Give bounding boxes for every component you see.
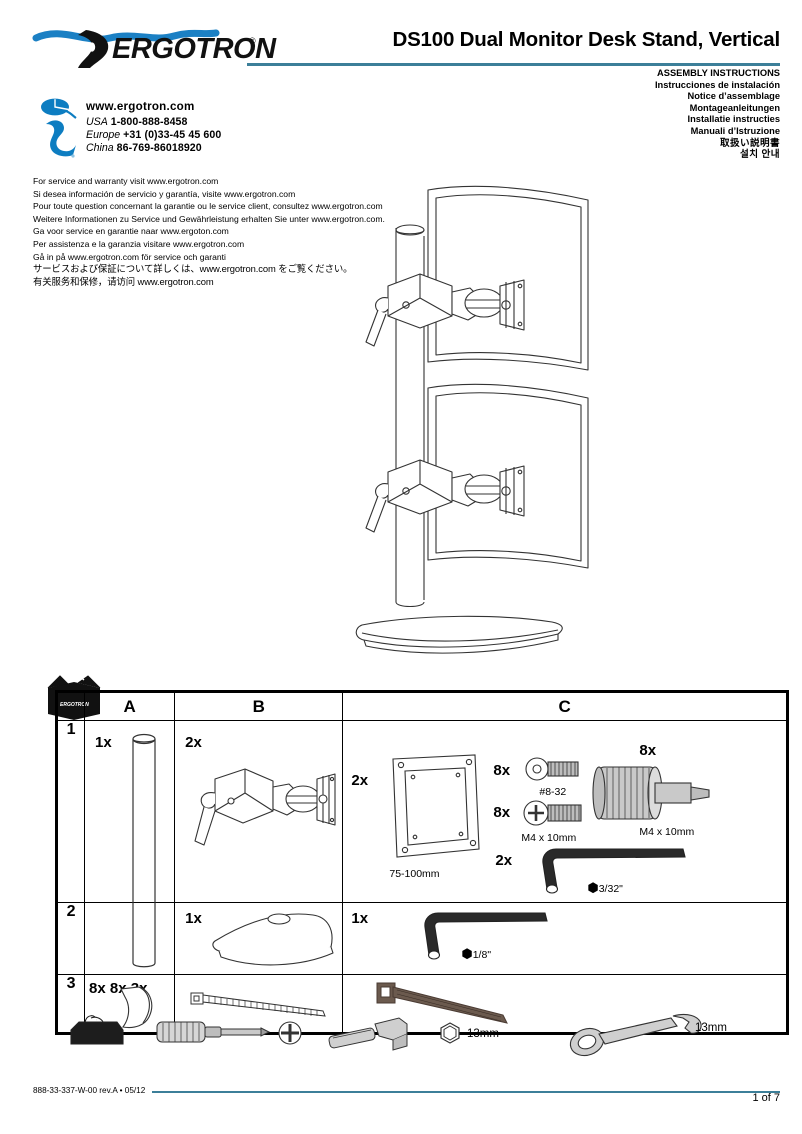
assembly-label-ja: 取扱い説明書 (720, 137, 780, 149)
allen-wrench-icon (424, 912, 549, 960)
label-thumb-screw: M4 x 10mm (639, 826, 695, 838)
assembly-label-es: Instrucciones de instalación (654, 79, 780, 90)
service-notice-de: Weitere Informationen zu Service und Gew… (33, 213, 385, 224)
row-index-2: 2 (56, 902, 86, 975)
service-notice-fr: Pour toute question concernant la garant… (33, 201, 383, 212)
qty-row2-b: 1x (185, 910, 202, 927)
label-phillips-screw: M4 x 10mm (521, 832, 577, 844)
ergotron-logo: ERGOTRON ® (32, 22, 278, 70)
qty-allen-wrench-18: 1x (351, 910, 369, 927)
page-title: DS100 Dual Monitor Desk Stand, Vertical (392, 28, 780, 51)
assembly-label-en: ASSEMBLY INSTRUCTIONS (657, 68, 780, 78)
service-notice-es: Si desea información de servicio y garan… (33, 188, 296, 199)
phillips-screw-icon (523, 800, 582, 826)
combination-wrench-icon (569, 1013, 702, 1057)
label-socket-screw: #8-32 (539, 786, 567, 798)
service-notice-list: For service and warranty visit www.ergot… (33, 175, 453, 288)
monitor-pivot-arm-icon (194, 768, 336, 846)
header-cell-index (56, 692, 86, 721)
header-cell-b: B (174, 692, 344, 721)
table-row: 1 1x (56, 720, 787, 903)
document-id: 888-33-337-W-00 rev.A • 05/12 (33, 1086, 146, 1095)
phone-number-europe: +31 (0)33-45 45 600 (123, 129, 222, 142)
service-notice-it: Per assistenza e la garanzia visitare ww… (33, 238, 245, 249)
qty-thumb-screw: 8x (639, 742, 657, 759)
phone-number-china: 86-769-86018920 (116, 142, 202, 155)
socket-wrench-icon (328, 1017, 408, 1051)
phone-region-europe: Europe (86, 129, 121, 142)
assembly-label-it: Manuali d’Istruzione (690, 125, 780, 136)
service-notice-nl: Ga voor service en garantie naar www.erg… (33, 226, 229, 237)
row-index-1: 1 (56, 720, 86, 903)
phone-row-usa: USA 1-800-888-8458 (86, 116, 320, 129)
cell-row2-a (84, 901, 176, 975)
qty-vesa-plate: 2x (351, 772, 369, 789)
parts-table: A B C 1 1x (55, 690, 789, 1035)
logo-wordmark: ERGOTRON (112, 33, 277, 65)
contact-block: www.ergotron.com USA 1-800-888-8458 Euro… (40, 98, 320, 158)
label-allen-wrench-332: ⬢3/32" (587, 880, 623, 895)
service-notice-zh: 有关服务和保修，请访问 www.ergotron.com (33, 275, 214, 287)
vesa-plate-icon (392, 754, 480, 858)
phone-number-usa: 1-800-888-8458 (110, 116, 188, 128)
assembly-label-nl: Installatie instructies (687, 114, 780, 125)
footer-rule (152, 1091, 780, 1093)
cell-row1-a: 1x (84, 720, 176, 903)
thumb-screw-icon (592, 766, 710, 820)
phone-region-usa: USA (86, 116, 108, 128)
cell-row1-c: 2x 75-10 (342, 720, 787, 903)
hook-loop-strap-icon (376, 982, 509, 1024)
cable-tie-icon (190, 992, 326, 1017)
svg-text:®: ® (249, 36, 256, 46)
phone-row-europe: Europe +31 (0)33-45 45 600 (86, 129, 320, 142)
label-vesa-plate: 75-100mm (389, 868, 440, 880)
assembly-label-ko: 설치 안내 (740, 149, 780, 161)
cable-clip-icon (120, 986, 153, 1029)
assembly-label-de: Montageanleitungen (689, 102, 780, 113)
phone-row-china: China 86-769-86018920 (86, 142, 320, 155)
label-allen-wrench-18: ⬢1/8" (461, 946, 492, 961)
table-row: 3 8x 8x 3x (56, 974, 787, 1033)
mouse-icon (40, 98, 80, 120)
required-tools-row: 13mm 13mm (55, 1012, 785, 1070)
header-cell-a: A (84, 692, 176, 721)
website-text: www.ergotron.com (86, 100, 195, 113)
qty-socket-screw: 8x (493, 762, 511, 779)
cell-row2-b: 1x (174, 902, 344, 975)
qty-row1-b: 2x (185, 734, 202, 751)
product-illustration (300, 170, 630, 670)
service-notice-en: For service and warranty visit www.ergot… (33, 176, 219, 186)
hand-tools-tray-icon (70, 1015, 124, 1045)
table-header-row: A B C (56, 692, 787, 721)
phone-region-china: China (86, 142, 114, 155)
socket-screw-icon (525, 757, 579, 781)
allen-wrench-icon (542, 848, 687, 894)
header-cell-c: C (342, 692, 787, 721)
assembly-instructions-list: ASSEMBLY INSTRUCTIONS Instrucciones de i… (655, 68, 780, 161)
service-notice-ja: サービスおよび保証について詳しくは、www.ergotron.com をご覧くだ… (33, 263, 353, 275)
label-combination-wrench: 13mm (695, 1022, 727, 1034)
service-notice-sv: Gå in på www.ergotron.com för service oc… (33, 251, 226, 262)
table-row: 2 1x (56, 901, 787, 975)
pole-part-icon (132, 733, 156, 901)
cell-row3-c (342, 974, 787, 1033)
header-rule (247, 63, 780, 66)
cell-row2-c: 1x ⬢1/8" (342, 902, 787, 975)
phone-icon (42, 118, 82, 160)
desk-base-icon (212, 913, 334, 966)
cell-row1-b: 2x (174, 720, 344, 903)
qty-phillips-screw: 8x (493, 804, 511, 821)
qty-allen-wrench-332: 2x (495, 852, 513, 869)
pole-continued-icon (132, 901, 156, 968)
page-number: 1 of 7 (752, 1092, 780, 1104)
phillips-head-symbol-icon (278, 1021, 302, 1045)
label-socket-wrench: 13mm (467, 1028, 499, 1040)
hex-socket-symbol-icon (440, 1022, 460, 1044)
phillips-screwdriver-icon (156, 1021, 271, 1043)
assembly-label-fr: Notice d’assemblage (687, 91, 781, 102)
qty-row1-a: 1x (95, 734, 112, 751)
